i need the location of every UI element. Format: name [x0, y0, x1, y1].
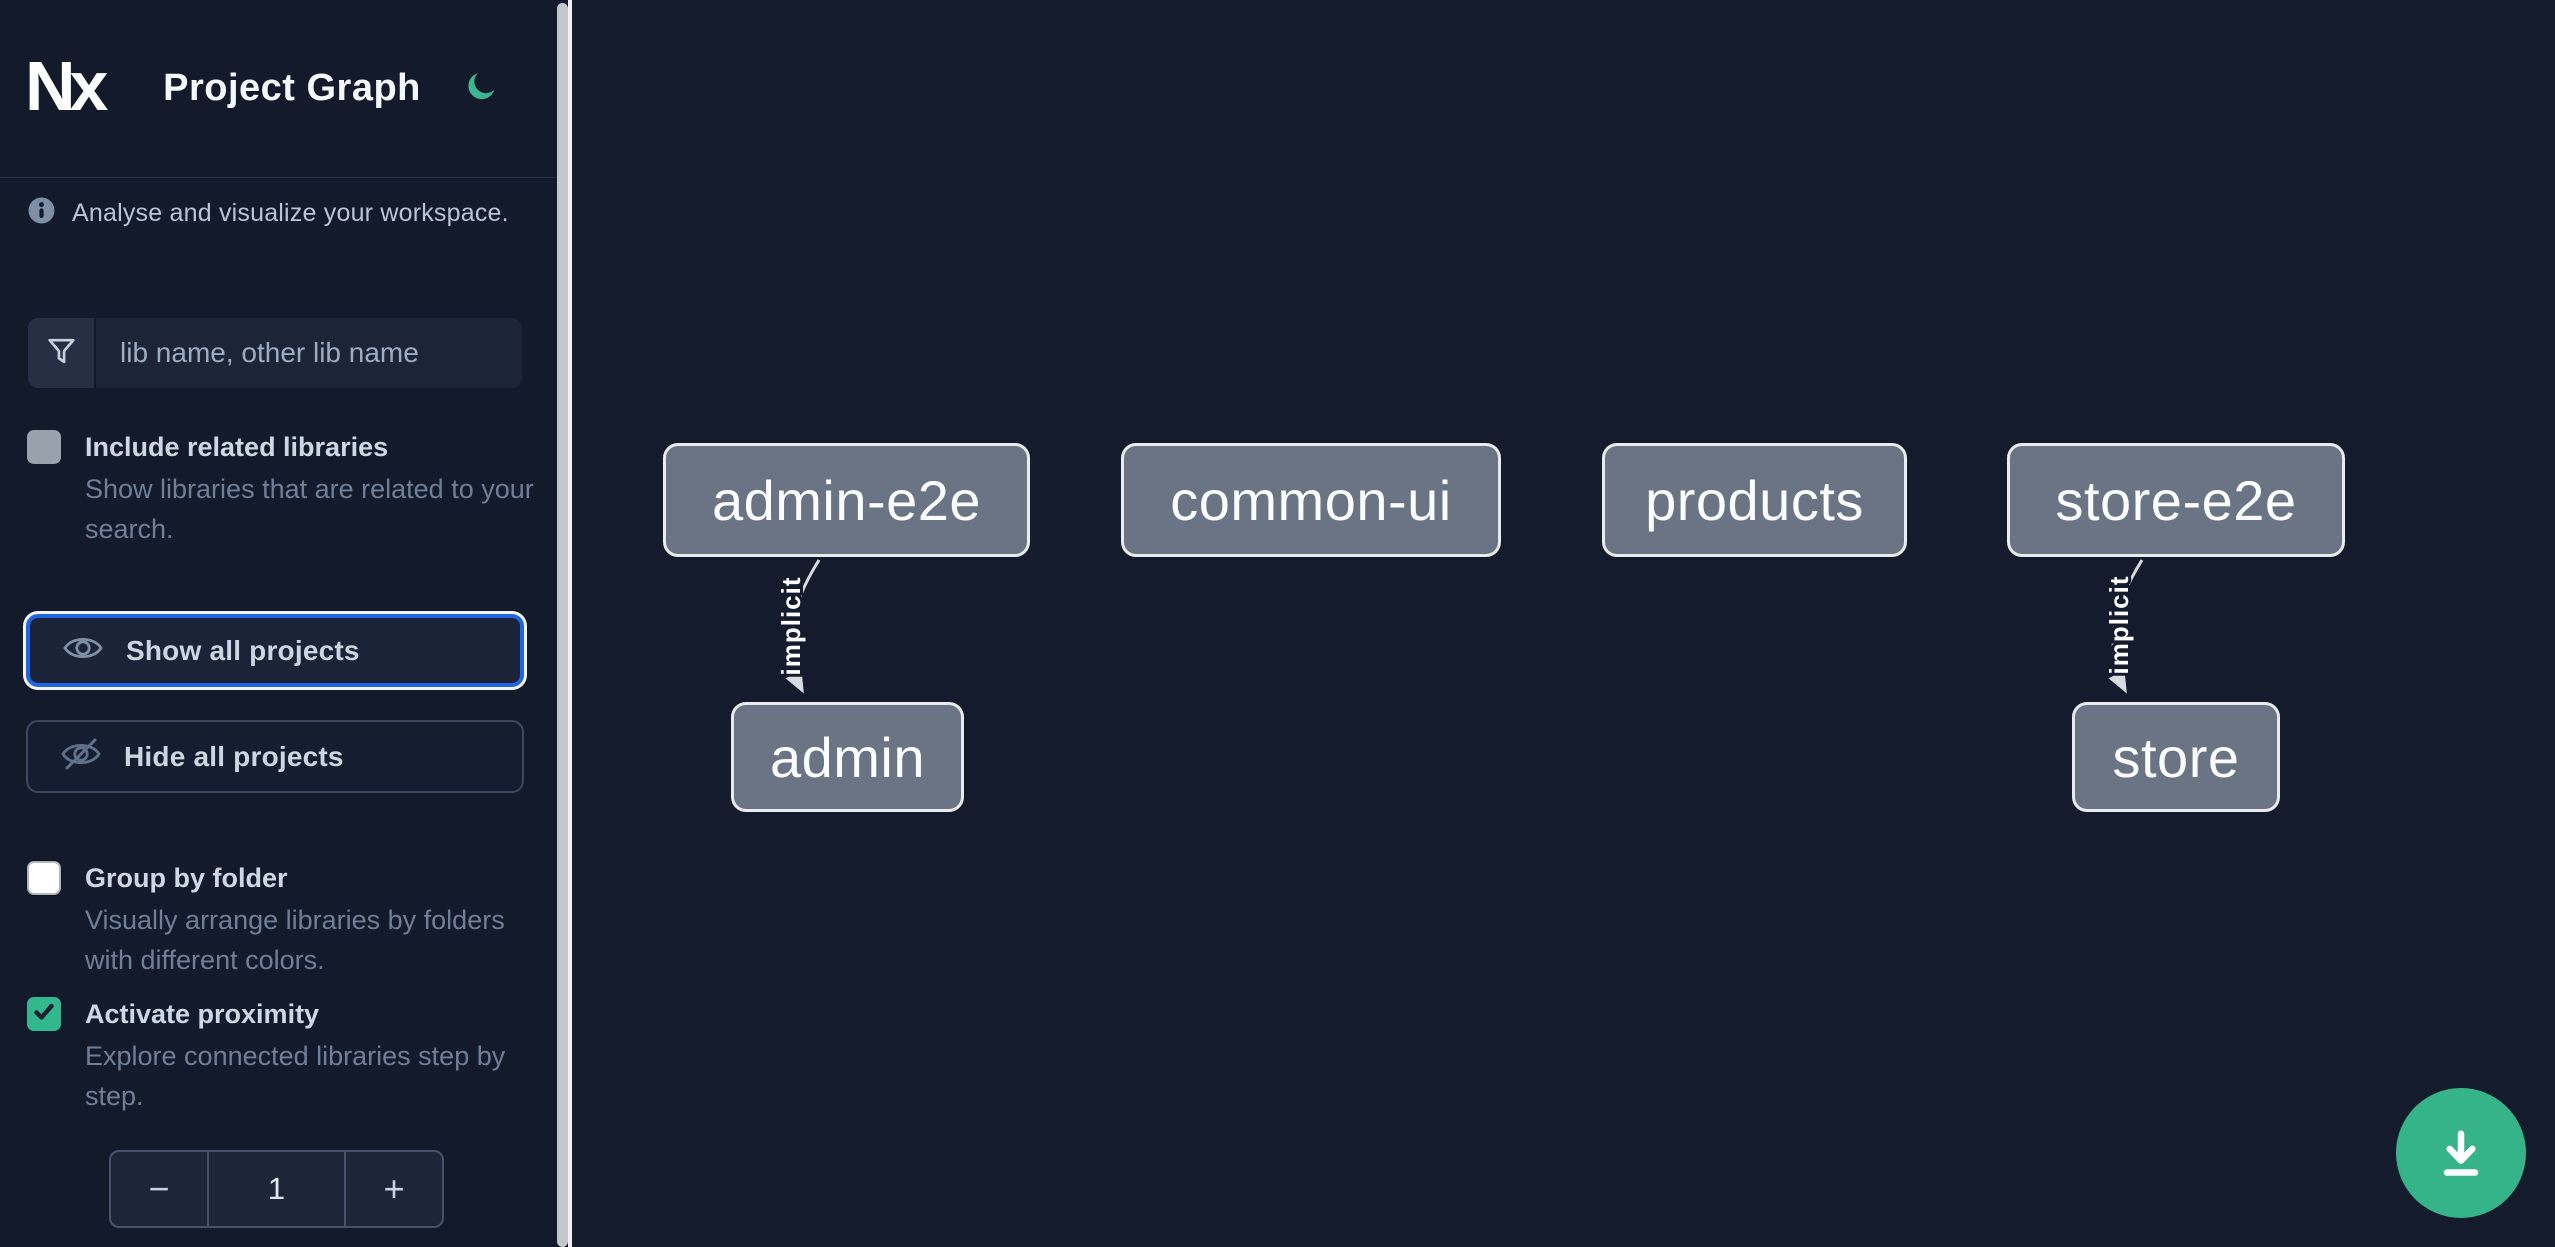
sidebar: Nx Project Graph Analyse and visualize y…	[0, 0, 572, 1247]
show-all-projects-label: Show all projects	[126, 634, 360, 666]
nx-logo[interactable]: Nx	[25, 47, 120, 125]
checkmark-icon	[32, 1000, 56, 1029]
sidebar-header: Nx Project Graph	[0, 0, 556, 178]
search-prefix	[28, 318, 96, 388]
include-related-checkbox[interactable]	[27, 430, 61, 464]
sidebar-scrollbar-track	[568, 0, 572, 1247]
include-related-description: Show libraries that are related to your …	[85, 474, 534, 544]
group-by-folder-checkbox[interactable]	[27, 861, 61, 895]
theme-toggle-button[interactable]	[464, 71, 500, 107]
search-box	[28, 318, 522, 388]
hide-all-projects-button[interactable]: Hide all projects	[26, 720, 524, 793]
page-title: Project Graph	[163, 67, 421, 109]
graph-node-products[interactable]: products	[1602, 443, 1907, 557]
tagline-text: Analyse and visualize your workspace.	[72, 198, 509, 227]
search-input[interactable]	[96, 318, 522, 388]
eye-off-icon	[60, 736, 102, 777]
proximity-value: 1	[207, 1152, 346, 1226]
info-icon	[28, 197, 55, 229]
edge-label-implicit: implicit	[2104, 575, 2134, 674]
funnel-icon	[45, 334, 78, 372]
graph-node-common-ui[interactable]: common-ui	[1121, 443, 1501, 557]
graph-node-admin[interactable]: admin	[731, 702, 964, 812]
download-image-button[interactable]	[2396, 1088, 2526, 1218]
group-by-folder-description: Visually arrange libraries by folders wi…	[85, 905, 505, 975]
hide-all-projects-label: Hide all projects	[124, 740, 344, 772]
edge-admin-e2e-to-admin[interactable]	[785, 559, 821, 694]
workspace-info: Analyse and visualize your workspace.	[28, 197, 533, 229]
eye-icon	[62, 632, 104, 669]
svg-text:Nx: Nx	[25, 53, 109, 119]
edge-store-e2e-to-store[interactable]	[2108, 559, 2144, 694]
show-all-projects-button[interactable]: Show all projects	[26, 614, 524, 687]
group-by-folder-label: Group by folder	[85, 863, 288, 893]
graph-node-admin-e2e[interactable]: admin-e2e	[663, 443, 1030, 557]
proximity-decrement-button[interactable]: −	[148, 1168, 170, 1209]
proximity-increment-button[interactable]: +	[383, 1168, 405, 1209]
edge-label-implicit: implicit	[776, 576, 806, 675]
project-graph-canvas[interactable]: implicit implicit admin-e2e common-ui pr…	[572, 0, 2555, 1247]
moon-icon	[465, 69, 499, 108]
download-icon	[2433, 1123, 2489, 1184]
include-related-label: Include related libraries	[85, 432, 389, 462]
graph-edges-layer: implicit implicit	[773, 559, 2144, 694]
graph-node-store[interactable]: store	[2072, 702, 2280, 812]
proximity-stepper: − 1 +	[109, 1150, 444, 1228]
graph-node-store-e2e[interactable]: store-e2e	[2007, 443, 2345, 557]
activate-proximity-label: Activate proximity	[85, 999, 320, 1029]
include-related-option: Include related libraries Show libraries…	[27, 428, 537, 549]
group-by-folder-option: Group by folder Visually arrange librari…	[27, 859, 537, 980]
activate-proximity-option: Activate proximity Explore connected lib…	[27, 995, 537, 1116]
sidebar-scrollbar-thumb[interactable]	[557, 3, 568, 1247]
activate-proximity-description: Explore connected libraries step by step…	[85, 1041, 506, 1111]
activate-proximity-checkbox[interactable]	[27, 997, 61, 1031]
